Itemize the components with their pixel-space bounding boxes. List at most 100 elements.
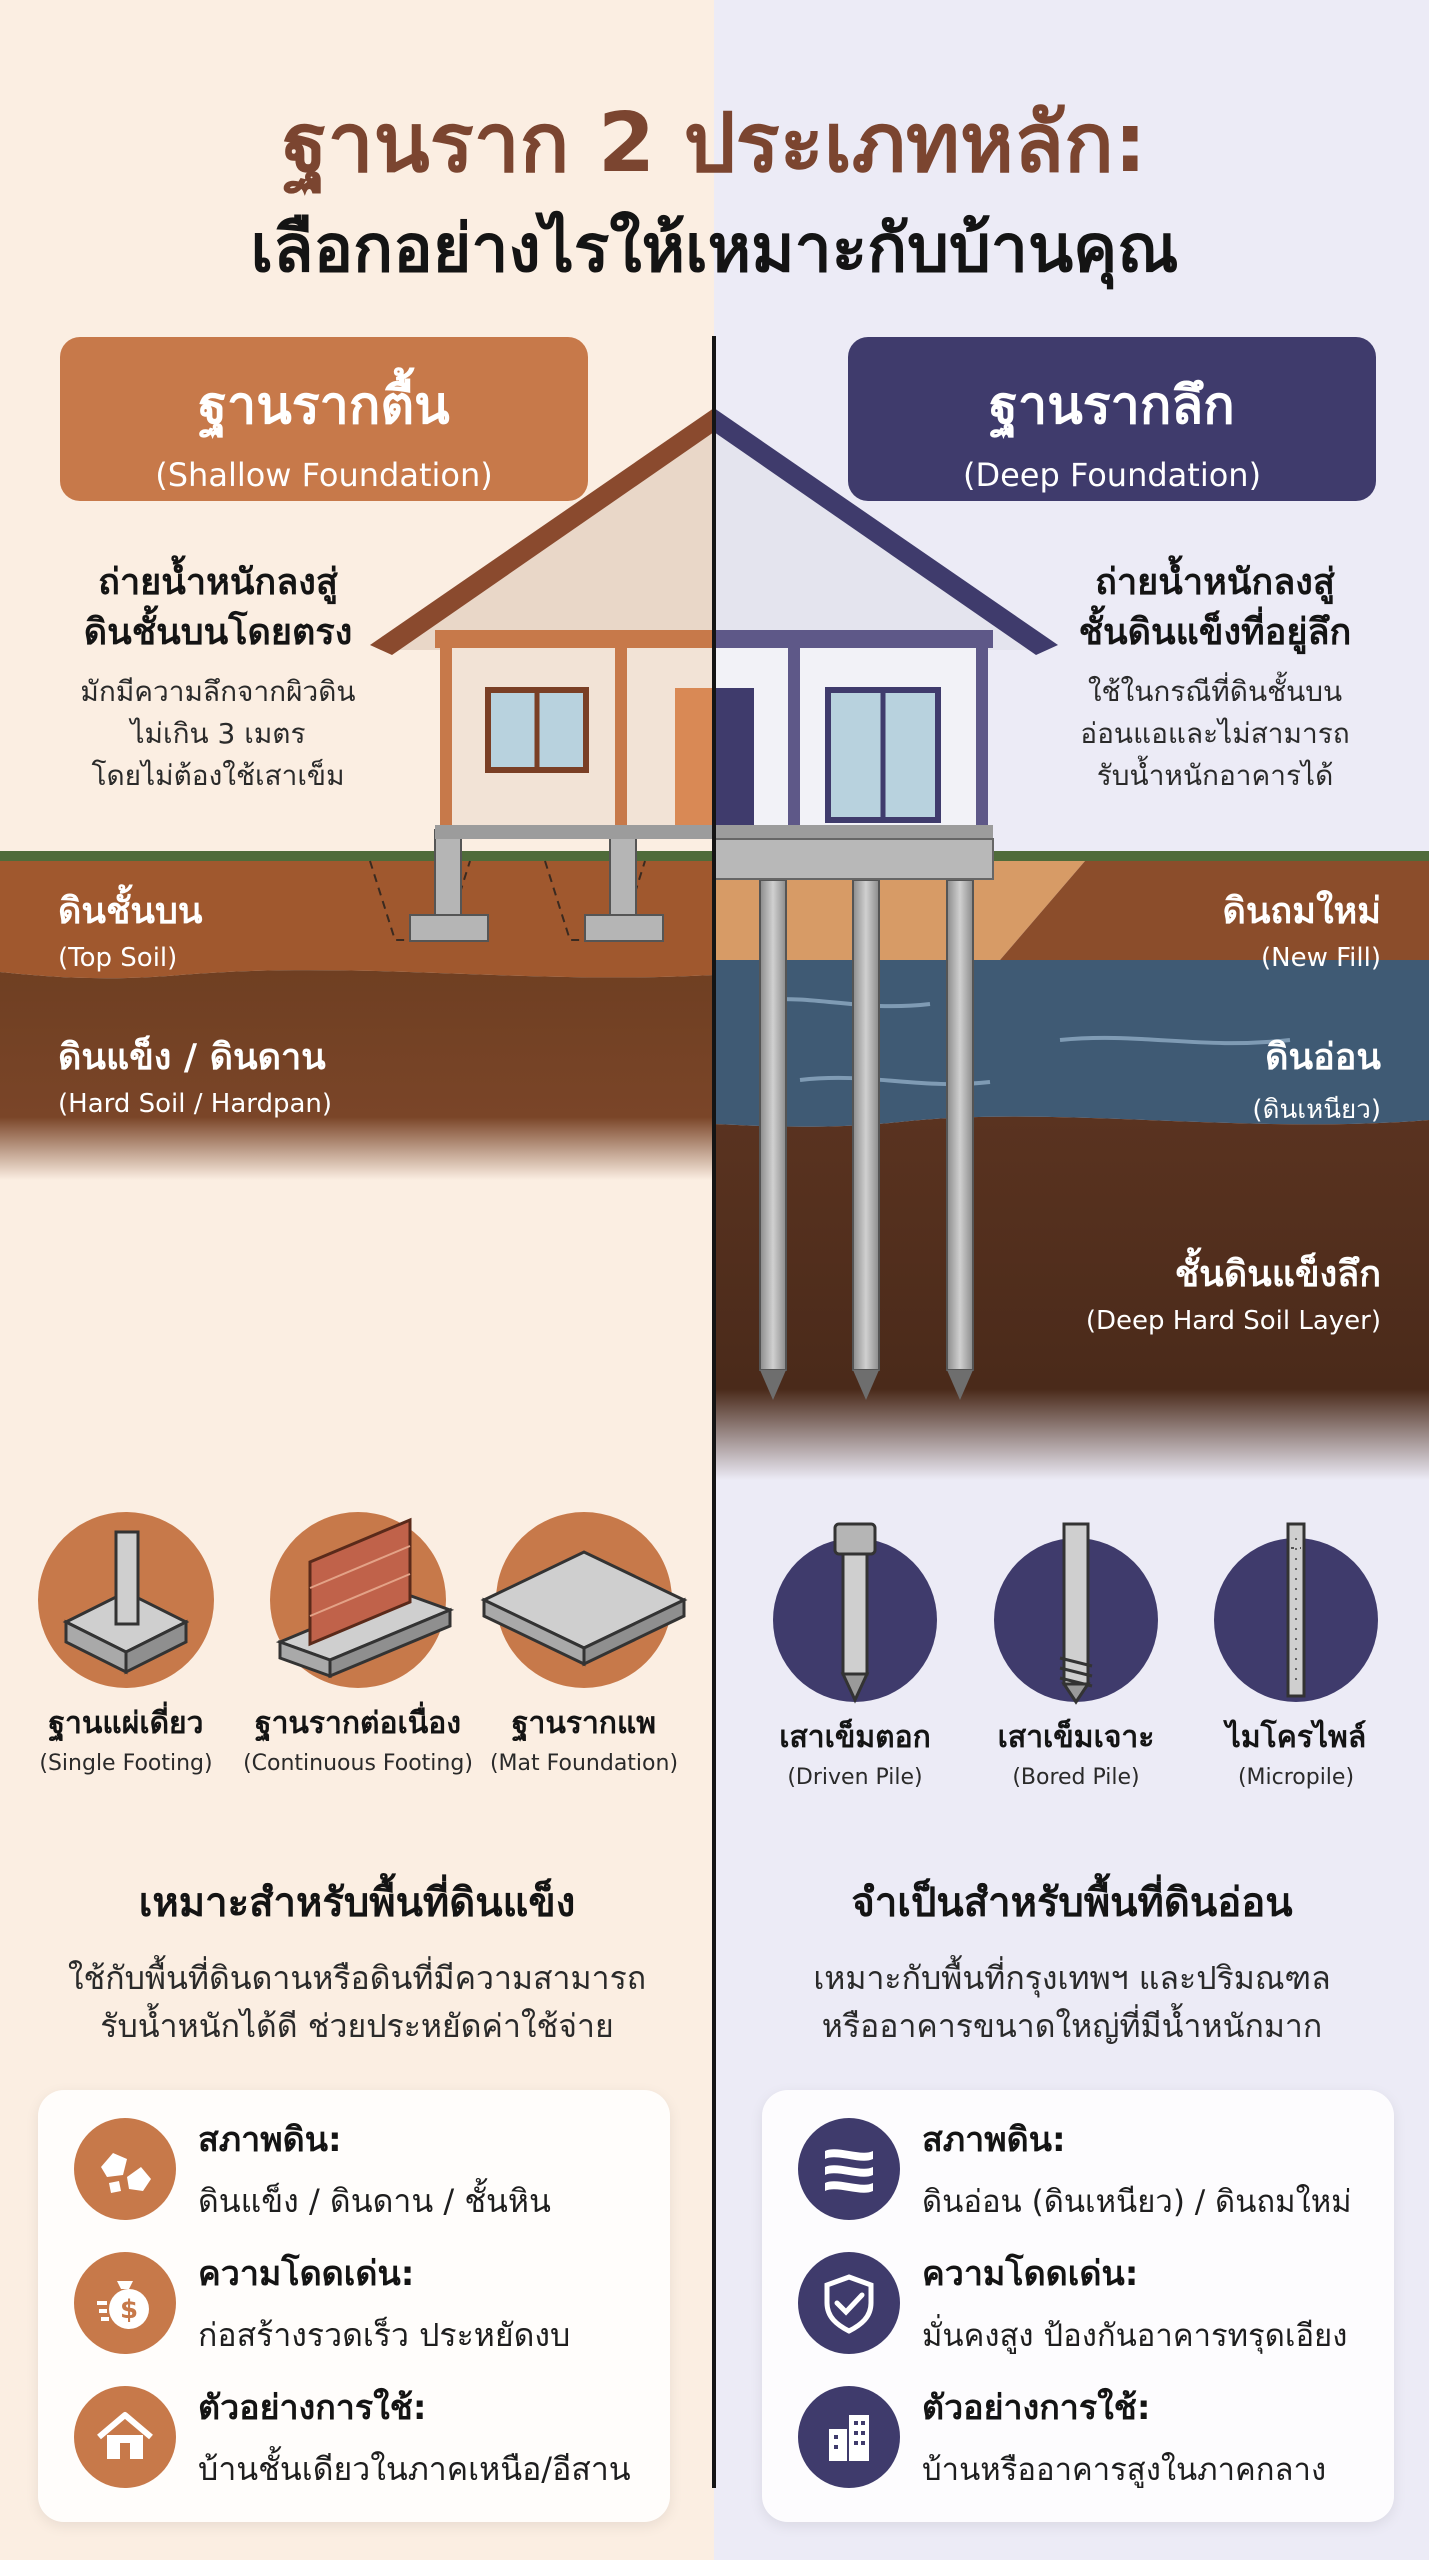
continuous-footing-icon xyxy=(270,1512,455,1688)
summary-row-example: ตัวอย่างการใช้: บ้านชั้นเดียวในภาคเหนือ/… xyxy=(74,2382,631,2492)
summary-label: ตัวอย่างการใช้: xyxy=(198,2387,427,2428)
layer-name: ดินชั้นบน xyxy=(58,891,203,932)
foundation-scene xyxy=(0,408,1429,1480)
layer-name: ชั้นดินแข็งลึก xyxy=(1174,1254,1381,1295)
type-driven-pile: เสาเข็มตอก (Driven Pile) xyxy=(765,1522,945,1790)
deep-desc-head-line: ถ่ายน้ำหนักลงสู่ xyxy=(1095,562,1335,603)
svg-text:$: $ xyxy=(120,2295,138,2325)
shallow-suit-body: ใช้กับพื้นที่ดินดานหรือดินที่มีความสามาร… xyxy=(30,1954,684,2050)
deep-soil xyxy=(714,851,1429,1480)
deep-piles xyxy=(759,879,974,1400)
shallow-banner: ฐานรากตื้น (Shallow Foundation) xyxy=(60,337,588,501)
type-mat-foundation: ฐานรากแพ (Mat Foundation) xyxy=(476,1512,692,1776)
deep-banner: ฐานรากลึก (Deep Foundation) xyxy=(848,337,1376,501)
bored-pile-icon xyxy=(994,1522,1158,1705)
deep-desc-head-line: ชั้นดินแข็งที่อยู่ลึก xyxy=(1078,611,1352,653)
summary-row-soil: สภาพดิน: ดินแข็ง / ดินดาน / ชั้นหิน xyxy=(74,2114,551,2224)
deep-suit-body-line: เหมาะกับพื้นที่กรุงเทพฯ และปริมณฑล xyxy=(813,1959,1331,1997)
shallow-title-en: (Shallow Foundation) xyxy=(155,456,493,494)
type-label-en: (Driven Pile) xyxy=(787,1765,923,1790)
soil-layers-icon xyxy=(798,2118,900,2220)
deep-desc-body: ใช้ในกรณีที่ดินชั้นบน อ่อนแอและไม่สามารถ… xyxy=(1040,671,1390,797)
house-shallow-half xyxy=(370,408,714,839)
summary-row-example: ตัวอย่างการใช้: บ้านหรืออาคารสูงในภาคกลา… xyxy=(798,2382,1326,2492)
shallow-desc-body-line: โดยไม่ต้องใช้เสาเข็ม xyxy=(91,759,345,793)
summary-row-highlight: ความโดดเด่น: มั่นคงสูง ป้องกันอาคารทรุดเ… xyxy=(798,2248,1347,2358)
summary-value: ดินแข็ง / ดินดาน / ชั้นหิน xyxy=(198,2181,551,2220)
building-icon xyxy=(798,2386,900,2488)
type-label: ฐานรากแพ xyxy=(511,1706,657,1741)
type-single-footing: ฐานแผ่เดี่ยว (Single Footing) xyxy=(18,1512,234,1776)
driven-pile-icon xyxy=(773,1522,937,1704)
layer-new-fill: ดินถมใหม่ (New Fill) xyxy=(1222,882,1381,973)
deep-summary-card: สภาพดิน: ดินอ่อน (ดินเหนียว) / ดินถมใหม่… xyxy=(762,2090,1394,2522)
single-footing-icon xyxy=(38,1512,214,1688)
center-divider xyxy=(712,336,716,2488)
type-label: ฐานรากต่อเนื่อง xyxy=(255,1706,461,1741)
deep-title-en: (Deep Foundation) xyxy=(962,456,1262,494)
type-label-en: (Continuous Footing) xyxy=(243,1751,473,1776)
type-label: ฐานแผ่เดี่ยว xyxy=(48,1706,204,1741)
shallow-desc-body-line: ไม่เกิน 3 เมตร xyxy=(130,717,306,751)
summary-label: ความโดดเด่น: xyxy=(198,2253,415,2294)
deep-suit-body: เหมาะกับพื้นที่กรุงเทพฯ และปริมณฑล หรืออ… xyxy=(745,1954,1399,2050)
summary-value: บ้านชั้นเดียวในภาคเหนือ/อีสาน xyxy=(198,2449,631,2488)
shallow-desc-body-line: มักมีความลึกจากผิวดิน xyxy=(80,675,356,709)
layer-name-en: (New Fill) xyxy=(1261,943,1381,973)
type-bored-pile: เสาเข็มเจาะ (Bored Pile) xyxy=(986,1522,1166,1790)
summary-value: ก่อสร้างรวดเร็ว ประหยัดงบ xyxy=(198,2315,571,2354)
deep-description: ถ่ายน้ำหนักลงสู่ ชั้นดินแข็งที่อยู่ลึก ใ… xyxy=(1040,558,1390,797)
summary-label: ตัวอย่างการใช้: xyxy=(922,2388,1151,2428)
shield-check-icon xyxy=(798,2252,900,2354)
deep-title: ฐานรากลึก xyxy=(989,376,1235,436)
shallow-desc-head-line: ถ่ายน้ำหนักลงสู่ xyxy=(98,562,338,603)
deep-suit-body-line: หรืออาคารขนาดใหญ่ที่มีน้ำหนักมาก xyxy=(821,2007,1323,2045)
shallow-soil xyxy=(0,851,714,1180)
layer-name-en: (Deep Hard Soil Layer) xyxy=(1085,1306,1381,1336)
summary-value: มั่นคงสูง ป้องกันอาคารทรุดเอียง xyxy=(922,2318,1348,2354)
shallow-suit-head: เหมาะสำหรับพื้นที่ดินแข็ง xyxy=(138,1880,576,1926)
shallow-desc-head: ถ่ายน้ำหนักลงสู่ ดินชั้นบนโดยตรง xyxy=(48,558,388,657)
shallow-description: ถ่ายน้ำหนักลงสู่ ดินชั้นบนโดยตรง มักมีคว… xyxy=(48,558,388,797)
type-label-en: (Single Footing) xyxy=(39,1751,213,1776)
page-title: ฐานราก 2 ประเภทหลัก: xyxy=(282,96,1147,191)
type-micropile: ไมโครไพล์ (Micropile) xyxy=(1206,1522,1386,1790)
layer-name-en: (Top Soil) xyxy=(58,943,178,973)
type-label: เสาเข็มตอก xyxy=(779,1720,931,1755)
deep-suit-head: จำเป็นสำหรับพื้นที่ดินอ่อน xyxy=(851,1880,1293,1926)
shallow-title: ฐานรากตื้น xyxy=(198,376,450,436)
house-deep-half xyxy=(713,408,1058,880)
layer-deep-hard-soil: ชั้นดินแข็งลึก (Deep Hard Soil Layer) xyxy=(1086,1245,1381,1336)
mat-foundation-icon xyxy=(480,1512,688,1688)
deep-desc-head: ถ่ายน้ำหนักลงสู่ ชั้นดินแข็งที่อยู่ลึก xyxy=(1040,558,1390,657)
shallow-suit-body-line: รับน้ำหนักได้ดี ช่วยประหยัดค่าใช้จ่าย xyxy=(100,2007,614,2045)
type-label: ไมโครไพล์ xyxy=(1225,1720,1367,1755)
shallow-suit-body-line: ใช้กับพื้นที่ดินดานหรือดินที่มีความสามาร… xyxy=(67,1959,647,1997)
page-subtitle: เลือกอย่างไรให้เหมาะกับบ้านคุณ xyxy=(250,210,1179,287)
layer-name: ดินอ่อน xyxy=(1265,1037,1381,1078)
summary-value: ดินอ่อน (ดินเหนียว) / ดินถมใหม่ xyxy=(922,2184,1352,2220)
shallow-footings xyxy=(409,829,664,942)
layer-name-en: (ดินเหนียว) xyxy=(1252,1095,1381,1125)
deep-desc-body-line: รับน้ำหนักอาคารได้ xyxy=(1096,759,1334,793)
summary-label: สภาพดิน: xyxy=(198,2119,342,2160)
shallow-desc-body: มักมีความลึกจากผิวดิน ไม่เกิน 3 เมตร โดย… xyxy=(48,671,388,797)
shallow-suitability: เหมาะสำหรับพื้นที่ดินแข็ง ใช้กับพื้นที่ด… xyxy=(30,1870,684,2050)
layer-name: ดินแข็ง / ดินดาน xyxy=(58,1037,326,1078)
summary-value: บ้านหรืออาคารสูงในภาคกลาง xyxy=(922,2452,1327,2488)
layer-hard-soil: ดินแข็ง / ดินดาน (Hard Soil / Hardpan) xyxy=(58,1028,332,1119)
house-icon xyxy=(74,2386,176,2488)
deep-desc-body-line: ใช้ในกรณีที่ดินชั้นบน xyxy=(1087,675,1343,709)
type-label-en: (Micropile) xyxy=(1237,1765,1355,1790)
type-label: เสาเข็มเจาะ xyxy=(997,1720,1155,1755)
deep-suitability: จำเป็นสำหรับพื้นที่ดินอ่อน เหมาะกับพื้นท… xyxy=(745,1870,1399,2050)
rocks-icon xyxy=(74,2118,176,2220)
summary-row-soil: สภาพดิน: ดินอ่อน (ดินเหนียว) / ดินถมใหม่ xyxy=(798,2114,1352,2224)
layer-top-soil: ดินชั้นบน (Top Soil) xyxy=(58,882,203,973)
type-label-en: (Mat Foundation) xyxy=(489,1751,679,1776)
micropile-icon xyxy=(1214,1522,1378,1702)
deep-desc-body-line: อ่อนแอและไม่สามารถ xyxy=(1080,717,1350,751)
shallow-desc-head-line: ดินชั้นบนโดยตรง xyxy=(83,611,353,653)
layer-soft-clay: ดินอ่อน (ดินเหนียว) xyxy=(1252,1028,1381,1130)
layer-name: ดินถมใหม่ xyxy=(1222,891,1381,932)
